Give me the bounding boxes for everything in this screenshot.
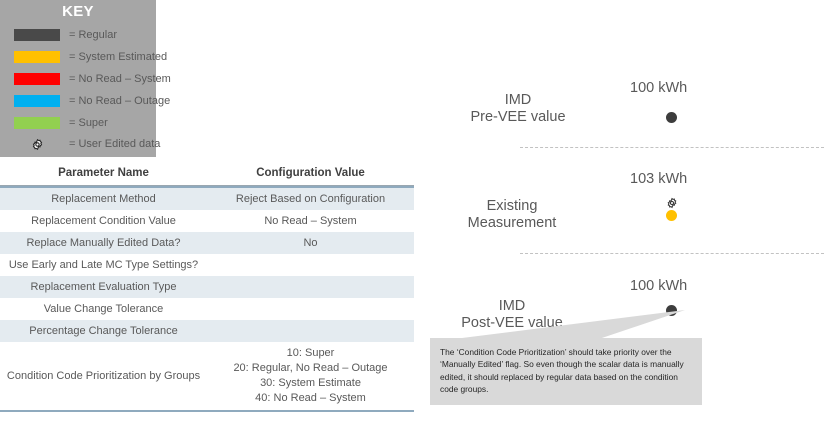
configuration-parameter-table: Parameter Name Configuration Value Repla… [0, 162, 414, 412]
key-item-no-read-system: = No Read – System [14, 70, 171, 88]
table-bottom-rule [0, 410, 414, 412]
cell-configuration-value: Reject Based on Configuration [207, 188, 414, 210]
key-item-label: = System Estimated [69, 50, 168, 63]
stage-value-existing-measurement: 103 kWh [630, 171, 688, 187]
key-title: KEY [62, 3, 94, 20]
key-item-no-read-outage: = No Read – Outage [14, 92, 170, 110]
key-item-super: = Super [14, 114, 156, 132]
cell-configuration-value-group: 10: Super 20: Regular, No Read – Outage … [207, 342, 414, 410]
table-row: Value Change Tolerance [0, 298, 414, 320]
cell-parameter-name: Value Change Tolerance [0, 298, 207, 320]
callout-pointer [430, 300, 702, 342]
gear-icon [666, 196, 678, 209]
key-item-label: = User Edited data [69, 137, 161, 150]
table-row: Replacement Method Reject Based on Confi… [0, 188, 414, 210]
column-header-configuration-value: Configuration Value [207, 162, 414, 186]
vee-flow-diagram: IMD Pre-VEE value 100 kWh Existing Measu… [414, 0, 824, 423]
section-divider [520, 253, 824, 254]
key-item-label: = No Read – System [69, 72, 171, 85]
data-point-existing-measurement [666, 210, 677, 221]
cell-configuration-value: No Read – System [207, 210, 414, 232]
swatch-super [14, 117, 60, 129]
key-item-label: = Regular [69, 28, 118, 41]
swatch-regular [14, 29, 60, 41]
column-header-parameter-name: Parameter Name [0, 162, 207, 186]
data-point-imd-pre-vee [666, 112, 677, 123]
table-row: Replace Manually Edited Data? No [0, 232, 414, 254]
cell-parameter-name: Replacement Condition Value [0, 210, 207, 232]
stage-value-imd-post-vee: 100 kWh [630, 278, 688, 294]
cell-parameter-name: Condition Code Prioritization by Groups [0, 342, 207, 410]
cell-parameter-name: Use Early and Late MC Type Settings? [0, 254, 207, 276]
value-line: 10: Super [286, 347, 335, 359]
table-row: Use Early and Late MC Type Settings? [0, 254, 414, 276]
key-legend-panel: KEY = Regular = System Estimated = No Re… [0, 0, 171, 157]
cell-configuration-value [207, 298, 414, 320]
key-item-label: = No Read – Outage [69, 94, 171, 107]
table-row: Replacement Condition Value No Read – Sy… [0, 210, 414, 232]
table-row: Condition Code Prioritization by Groups … [0, 342, 414, 410]
section-divider [520, 147, 824, 148]
table-header-row: Parameter Name Configuration Value [0, 162, 414, 186]
stage-label-imd-pre-vee: IMD Pre-VEE value [470, 92, 566, 125]
key-item-user-edited: = User Edited data [14, 135, 160, 153]
value-line: 20: Regular, No Read – Outage [233, 362, 388, 374]
cell-configuration-value [207, 276, 414, 298]
stage-label-existing-measurement: Existing Measurement [467, 198, 557, 231]
cell-parameter-name: Replace Manually Edited Data? [0, 232, 207, 254]
cell-configuration-value: No [207, 232, 414, 254]
value-line: 40: No Read – System [255, 392, 366, 404]
swatch-no-read-outage [14, 95, 60, 107]
cell-configuration-value [207, 254, 414, 276]
swatch-no-read-system [14, 73, 60, 85]
table-row: Replacement Evaluation Type [0, 276, 414, 298]
key-item-regular: = Regular [14, 26, 156, 44]
swatch-system-estimated [14, 51, 60, 63]
cell-parameter-name: Percentage Change Tolerance [0, 320, 207, 342]
table-row: Percentage Change Tolerance [0, 320, 414, 342]
gear-icon [14, 138, 60, 151]
callout-note: The ‘Condition Code Prioritization’ shou… [430, 338, 702, 405]
cell-parameter-name: Replacement Method [0, 188, 207, 210]
value-line: 30: System Estimate [260, 377, 361, 389]
cell-configuration-value [207, 320, 414, 342]
cell-parameter-name: Replacement Evaluation Type [0, 276, 207, 298]
key-item-system-estimated: = System Estimated [14, 48, 167, 66]
key-item-label: = Super [69, 116, 108, 129]
table-top-rule [0, 185, 414, 188]
stage-value-imd-pre-vee: 100 kWh [630, 80, 688, 96]
data-point-imd-post-vee [666, 305, 677, 316]
